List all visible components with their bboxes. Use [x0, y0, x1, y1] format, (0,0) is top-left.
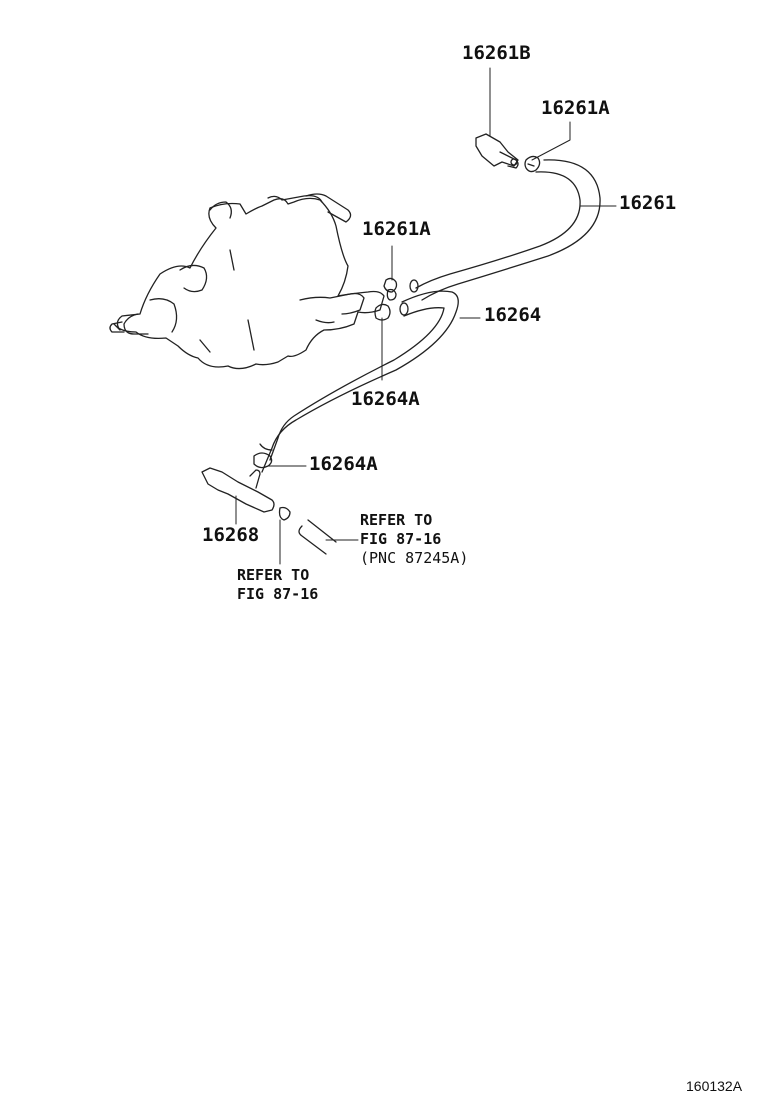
ref-right-line1: REFER TO [360, 511, 433, 529]
hose-16264 [259, 290, 459, 473]
hose-16261 [409, 159, 601, 301]
reference-note-right: REFER TO FIG 87-16 (PNC 87245A) [360, 511, 468, 568]
callout-16264a-low: 16264A [309, 453, 378, 475]
reference-note-left: REFER TO FIG 87-16 [237, 566, 318, 604]
ref-right-line2: FIG 87-16 [360, 530, 442, 548]
callout-16261b: 16261B [462, 42, 531, 64]
fitting-16261b [475, 133, 519, 169]
clamp-16264a-mid [374, 303, 391, 321]
clamp-16261a-top [524, 155, 541, 173]
ref-left-line2: FIG 87-16 [237, 585, 319, 603]
callout-16264a-mid: 16264A [351, 388, 420, 410]
callout-16264: 16264 [484, 304, 542, 326]
callout-16261a-mid: 16261A [362, 218, 431, 240]
callout-16261: 16261 [619, 192, 677, 214]
ref-right-line3: (PNC 87245A) [360, 549, 469, 567]
clamp-16264a-low [253, 452, 273, 469]
clamp-16261a-mid [383, 277, 398, 301]
callout-16268: 16268 [202, 524, 260, 546]
union-16268 [201, 467, 337, 555]
callout-16261a-top: 16261A [541, 97, 610, 119]
figure-code: 160132A [686, 1078, 743, 1094]
leader-lines [235, 67, 617, 565]
ref-left-line1: REFER TO [237, 566, 310, 584]
injection-pump-illustration [109, 193, 385, 370]
